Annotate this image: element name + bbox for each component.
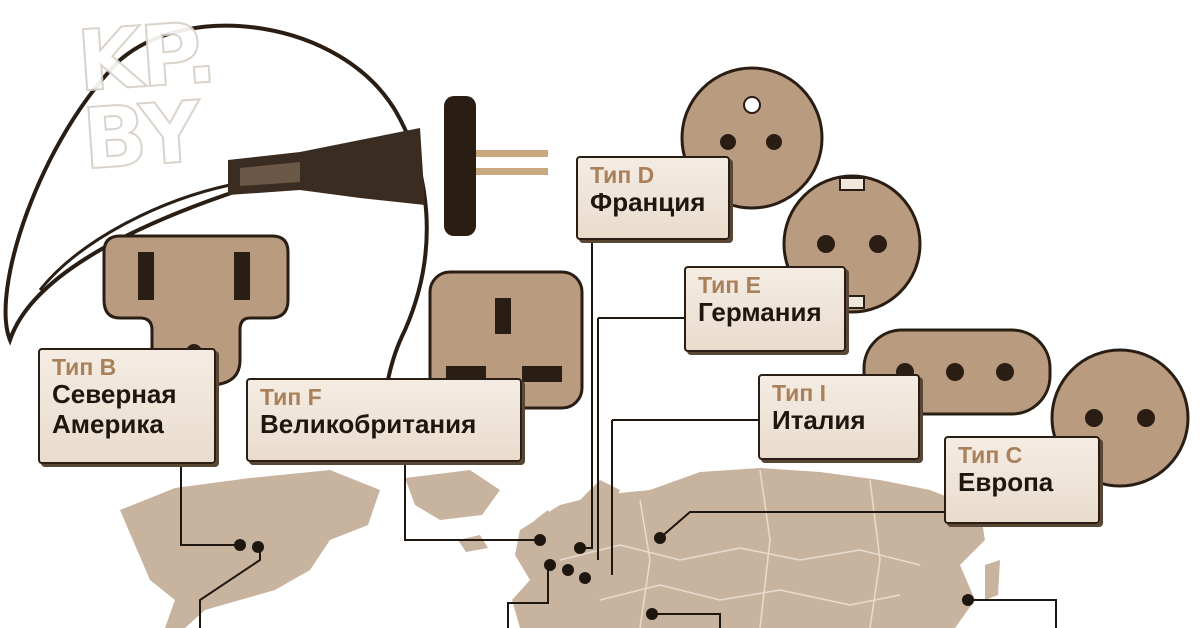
socket-type-b-icon: [102, 234, 290, 389]
label-type-e-type: Тип E: [698, 272, 761, 298]
label-type-e-country: Германия: [698, 297, 822, 328]
label-type-b: Тип B Северная Америка: [38, 348, 216, 464]
map-borders: [559, 469, 921, 628]
kp-by-logo: KP. BY: [73, 2, 223, 190]
logo-line-2: BY: [78, 82, 203, 190]
label-type-f-type: Тип F: [260, 384, 322, 410]
label-type-i: Тип I Италия: [758, 374, 920, 460]
label-type-i-country: Италия: [772, 405, 866, 436]
label-type-b-type: Тип B: [52, 354, 117, 380]
label-type-i-type: Тип I: [772, 380, 826, 406]
label-type-c-type: Тип C: [958, 442, 1023, 468]
label-type-c-country: Европа: [958, 467, 1054, 498]
label-type-e: Тип E Германия: [684, 266, 846, 352]
label-type-b-country-1: Северная: [52, 379, 177, 410]
plug-cord-illustration: [3, 23, 548, 381]
label-type-c: Тип C Европа: [944, 436, 1100, 524]
label-type-d: Тип D Франция: [576, 156, 730, 240]
location-dots: [234, 532, 974, 620]
world-map: [120, 468, 1000, 628]
label-type-d-country: Франция: [590, 187, 706, 218]
label-type-f-country: Великобритания: [260, 409, 477, 440]
label-type-d-type: Тип D: [590, 162, 655, 188]
label-type-f: Тип F Великобритания: [246, 378, 522, 462]
label-type-b-country-2: Америка: [52, 409, 164, 440]
